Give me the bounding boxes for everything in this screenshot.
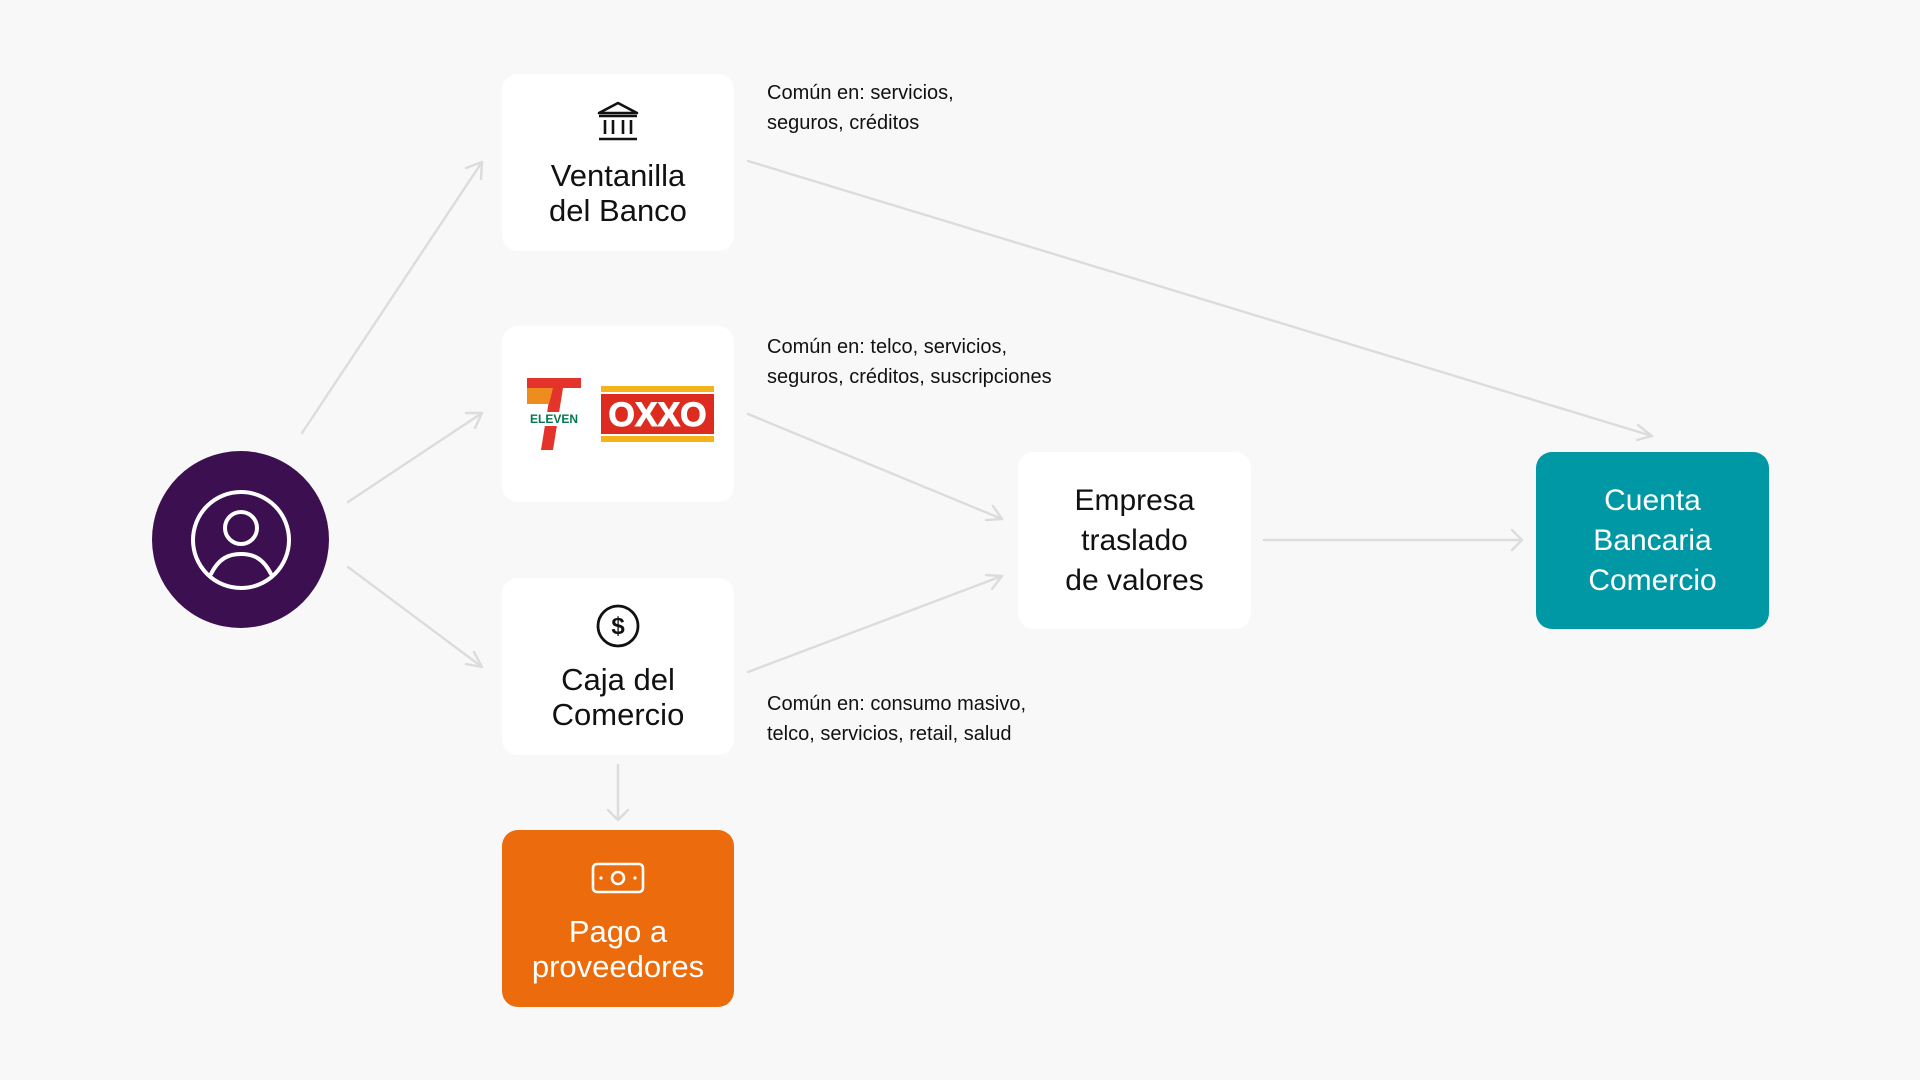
arrow-user-to-caja [346,565,484,669]
arrowhead [464,160,484,181]
convenience-stores-node: ELEVEN OXXO [502,326,734,502]
bank-window-note: Común en: servicios, seguros, créditos [767,82,954,134]
arrowhead [464,411,484,430]
convenience-stores-note: Común en: telco, servicios, seguros, cré… [767,336,1052,388]
arrow-stores-to-empresa [746,412,1004,521]
banknote-icon [591,862,645,893]
arrow-bank-to-cuenta [746,159,1654,438]
arrowhead [606,808,630,822]
user-avatar-icon [190,489,291,590]
seven-eleven-logo: ELEVEN [522,374,585,454]
oxxo-text: OXXO [608,396,706,434]
arrow-caja-to-empresa [746,574,1004,674]
svg-text:$: $ [611,613,625,640]
merchant-cashier-node: $ Caja del Comercio [502,578,734,755]
merchant-bank-account-node: Cuenta Bancaria Comercio [1536,452,1769,629]
arrowhead [1510,528,1524,552]
arrow-user-to-bank [300,160,484,435]
bank-window-node: Ventanilla del Banco [502,74,734,251]
dollar-coin-icon: $ [596,604,640,647]
merchant-cashier-note: Común en: consumo masivo, telco, servici… [767,693,1027,745]
user-node [152,451,329,628]
seven-eleven-text: ELEVEN [529,412,577,426]
arrowhead [984,504,1004,522]
bank-icon [597,101,639,140]
oxxo-logo: OXXO [600,386,714,442]
arrowhead [1635,423,1654,442]
supplier-payment-node: Pago a proveedores [502,830,734,1007]
arrowhead [984,573,1004,591]
supplier-payment-label: Pago a proveedores [531,913,705,984]
merchant-cashier-label: Caja del Comercio [551,661,685,732]
arrow-user-to-stores [346,411,484,504]
merchant-bank-account-label: Cuenta Bancaria Comercio [1588,483,1717,597]
arrowhead [464,650,484,669]
cash-transport-company-node: Empresa traslado de valores [1018,452,1251,629]
cash-transport-company-label: Empresa traslado de valores [1065,483,1204,597]
bank-window-label: Ventanilla del Banco [549,157,687,228]
